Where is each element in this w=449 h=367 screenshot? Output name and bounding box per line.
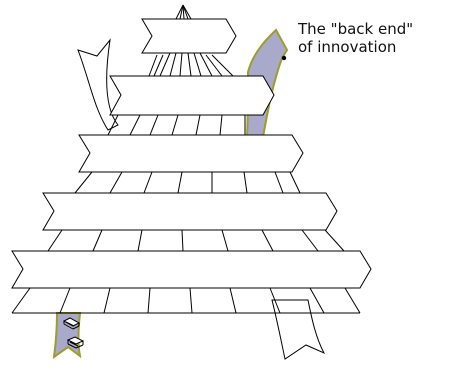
top-tuft — [176, 5, 191, 19]
stage-chevron-1 — [142, 19, 236, 53]
stage-chevrons — [12, 19, 371, 288]
left-banner-tail — [78, 40, 118, 130]
back-end-annotation-line1: The "back end" — [298, 20, 413, 38]
stage-chevron-2 — [110, 76, 274, 115]
back-end-annotation-line2: of innovation — [298, 38, 396, 56]
right-banner-tail — [272, 300, 324, 359]
stage-chevron-5 — [12, 251, 371, 288]
stage-chevron-3 — [79, 135, 303, 172]
callout-dot — [282, 56, 286, 60]
stage-chevron-4 — [43, 193, 337, 230]
